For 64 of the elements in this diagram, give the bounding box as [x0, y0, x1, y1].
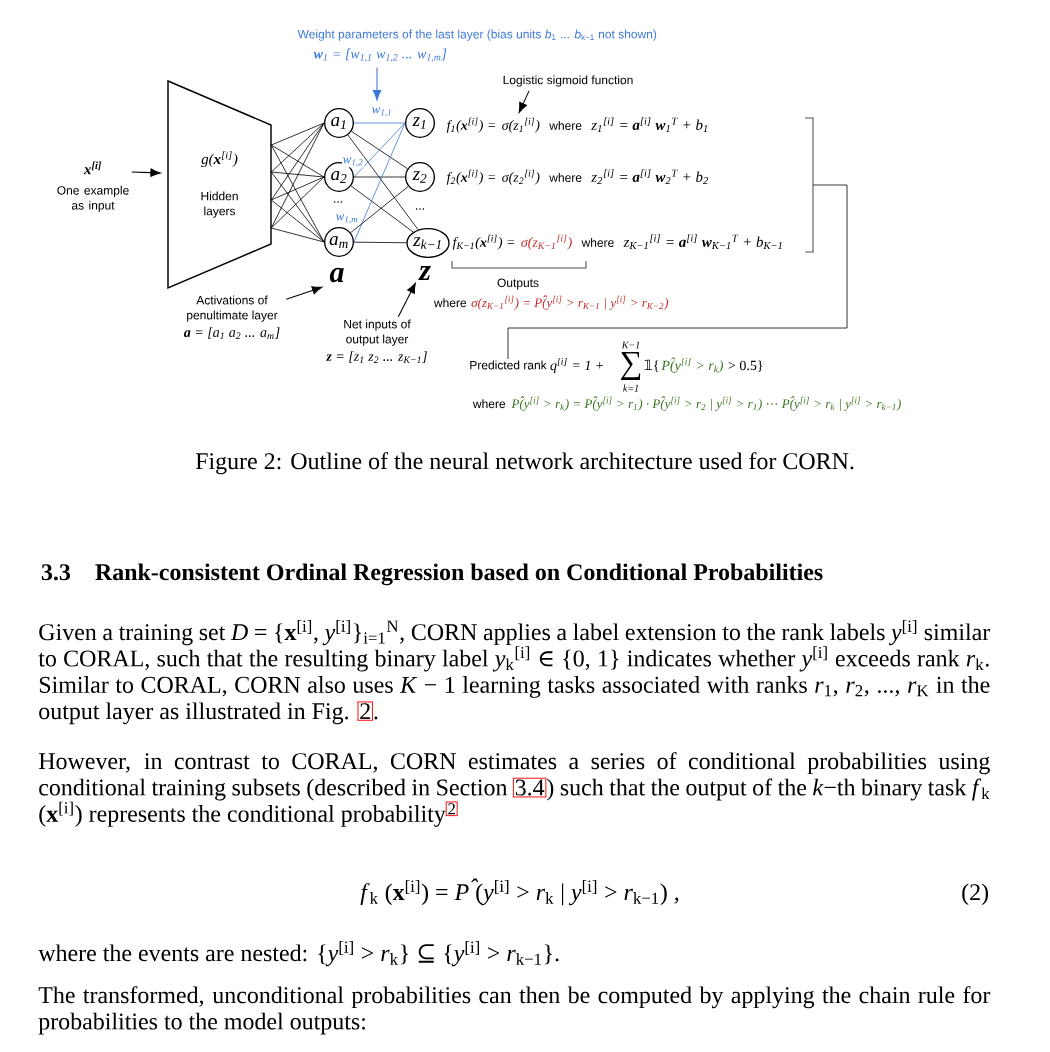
ellipsis: ...	[416, 208, 424, 210]
connector-line	[270, 122, 325, 173]
bracket	[804, 117, 814, 253]
text-label: Outputs	[497, 278, 539, 290]
connector-line	[347, 134, 419, 231]
annotation: Net inputs of output layer z = [z$_{1}$ z$_{2}$ ... z$_{K−1}$]	[326, 319, 427, 364]
connector-line	[351, 130, 408, 170]
equation-number: (2)	[962, 883, 988, 906]
edge-label: w$_{1,2}$	[342, 156, 365, 168]
link: 3.4	[512, 777, 547, 798]
figure-caption: Figure 2: Outline of the neural network architecture used for CORN.	[195, 452, 854, 475]
formula: P̂(y$^{[i]}$ > r$_{k}$)	[661, 357, 723, 373]
formula: f$_{1}$(x$^{[i]}$) = σ(z$_{1}$$^{[i]}$) where z$_{1}$$^{[i]}$ = a$^{[i]}$ w$_{1}$$^{T}$ + b$_{1}$	[446, 117, 708, 133]
arrow	[131, 168, 161, 177]
paragraph: The transformed, unconditional probabilities can then be computed by applying the chain rule for probabilities to the model outputs:	[38, 986, 991, 1035]
arrow	[285, 286, 323, 300]
text-label: Logistic sigmoid function	[503, 75, 633, 87]
summation-sign: ∑	[621, 352, 641, 380]
paragraph: Given a training set D = {x$^{[i]}$, y$^{[i]}$}$_{i=1}$$^{N}$, CORN applies a label extension to the rank labels y$^{[i]}$ similar to CORAL, such that the resulting binary label y$_{k}$$^{[i]}$ ∈ {0, 1} indicates whether y$^{[i]}$ exceeds rank r$_{k}$. Similar to CORAL, CORN also uses K − 1 learning tasks associated with ranks r$_{1}$, r$_{2}$, ..., r$_{K}$ in the output layer as illustrated in Fig. 2 .	[38, 620, 991, 725]
connector-line	[353, 241, 407, 244]
formula: f$_{K−1}$(x$^{[i]}$) = σ(z$_{K−1}$$^{[i]}$) where z$_{K−1}$$^{[i]}$ = a$^{[i]}$ w$_{K−1}$$^{T}$ + b$_{K−1}$	[452, 234, 782, 250]
weight-line	[353, 122, 406, 124]
arrow	[518, 90, 530, 113]
weight-line	[353, 122, 406, 178]
section-heading: Rank-consistent Ordinal Regression based on Conditional Probabilities	[95, 563, 823, 586]
connector-line	[270, 171, 325, 243]
formula: K−1	[621, 341, 640, 349]
annotation: Activations of penultimate layer a = [a$_{1}$ a$_{2}$ ... a$_{m}$]	[184, 295, 280, 340]
input-label: x$^{[i]}$ One example as input	[57, 161, 129, 212]
vector-symbol: a	[329, 267, 344, 283]
edge-label: w$_{1,1}$	[371, 106, 393, 118]
formula: > 0.5}	[728, 360, 763, 372]
connector-line	[270, 122, 325, 201]
connector-line	[270, 144, 325, 178]
edge-label: w$_{1,m}$	[334, 213, 360, 225]
connector-line	[270, 227, 325, 243]
text-label: where	[433, 298, 467, 308]
formula: f$_{2}$(x$^{[i]}$) = σ(z$_{2}$$^{[i]}$) where z$_{2}$$^{[i]}$ = a$^{[i]}$ w$_{2}$$^{T}$ + b$_{2}$	[446, 169, 708, 185]
connector-line	[270, 176, 325, 201]
connector-line	[270, 122, 325, 146]
section-number: 3.3	[41, 564, 71, 581]
vector-symbol: z	[418, 266, 431, 280]
weight-line	[353, 122, 406, 243]
annotation: Weight parameters of the last layer (bias units b$_{1}$ ... b$_{k−1}$ not shown) w$_{1}$ = [w$_{1,1}$ w$_{1,2}$ ... w$_{1,m}$]	[297, 29, 657, 62]
equation: f$_{k}$ (x$^{[i]}$) = P̂(y$^{[i]}$ > r$_{k}$ | y$^{[i]}$ > r$_{k−1}$) ,	[360, 878, 679, 906]
connector-line	[270, 176, 325, 229]
connector-line	[270, 199, 325, 243]
formula: 𝟙{	[644, 359, 659, 372]
paragraph: where the events are nested: {y$^{[i]}$ > r$_{k}$} ⊆ {y$^{[i]}$ > r$_{k−1}$}.	[38, 941, 559, 967]
text-label: Predicted rank	[470, 360, 547, 370]
formula: k=1	[623, 384, 639, 392]
footnote-link: 2	[445, 801, 459, 817]
text-label: where	[472, 399, 506, 409]
connector-line	[270, 122, 325, 229]
formula: P̂(y$^{[i]}$ > r$_{k}$) = P̂(y$^{[i]}$ > r$_{1}$) · P̂(y$^{[i]}$ > r$_{2}$ | y$^{[i]}$ > r$_{1}$) ⋯ P̂(y$^{[i]}$ > r$_{k}$ | y$^{[i]}$ > r$_{k−1}$)	[511, 396, 901, 411]
connector-line	[353, 176, 406, 178]
connector-line	[507, 184, 848, 360]
ellipsis: ...	[334, 201, 342, 203]
arrow	[397, 282, 416, 318]
formula: q$^{[i]}$ = 1 +	[550, 357, 603, 373]
arrow	[372, 67, 382, 101]
link: 2	[357, 701, 374, 721]
formula: σ(z$_{K−1}$$^{[i]}$) = P̂(y$^{[i]}$ > r$_{K−1}$ | y$^{[i]}$ > r$_{K−2}$)	[471, 295, 669, 310]
connector-line	[270, 171, 325, 178]
